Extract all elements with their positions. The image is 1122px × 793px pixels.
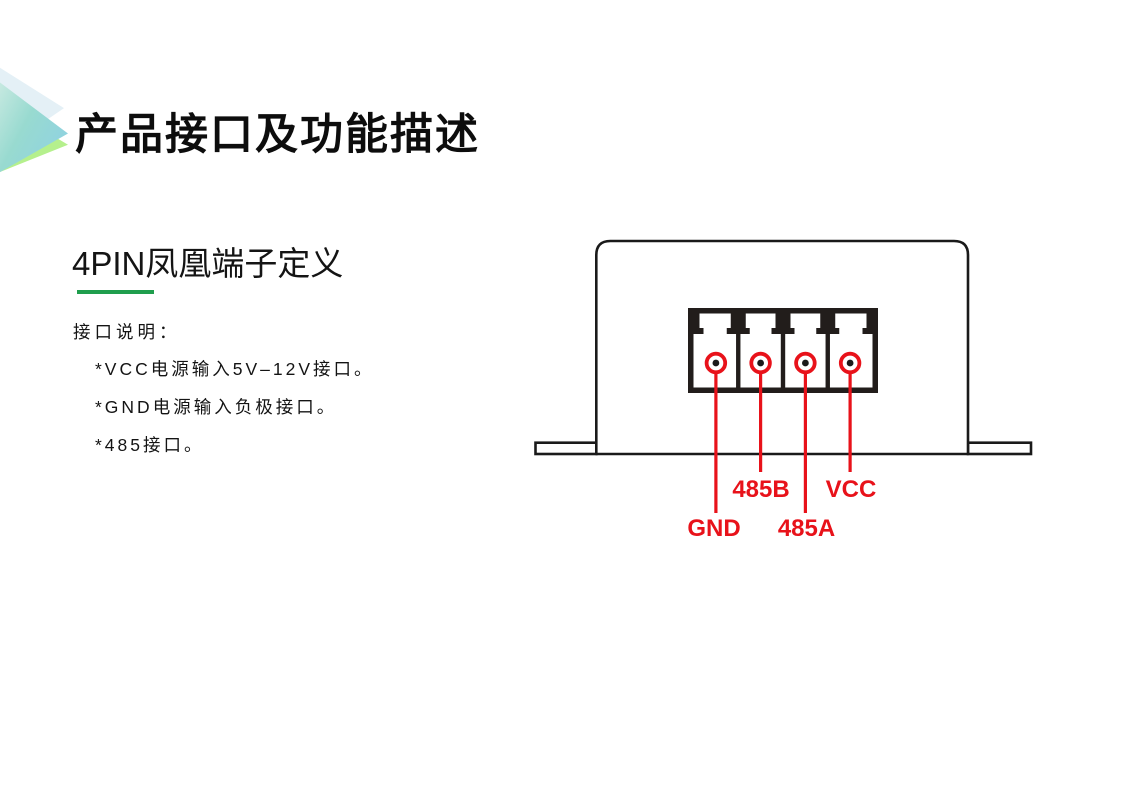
terminal-screws <box>704 351 862 375</box>
bullet-item-gnd: *GND电源输入负极接口。 <box>95 397 338 417</box>
mounting-flange-right <box>966 441 1033 456</box>
pin-leader-lines <box>714 366 852 513</box>
bullet-item-vcc: *VCC电源输入5V–12V接口。 <box>95 359 375 379</box>
mounting-flange-left <box>534 441 598 456</box>
page-title: 产品接口及功能描述 <box>75 111 480 159</box>
device-diagram: GND 485B 485A VCC <box>534 239 1033 542</box>
terminal-block <box>688 308 878 513</box>
section-underline <box>77 290 154 294</box>
description-heading: 接口说明： <box>73 322 181 342</box>
pin-label-485a: 485A <box>778 515 835 542</box>
bullet-item-485: *485接口。 <box>95 435 205 455</box>
pin-label-gnd: GND <box>687 515 740 542</box>
pin-label-vcc: VCC <box>826 476 877 503</box>
section-title: 4PIN凤凰端子定义 <box>72 245 344 282</box>
terminal-dividers <box>693 313 873 388</box>
pin-label-485b: 485B <box>732 476 789 503</box>
